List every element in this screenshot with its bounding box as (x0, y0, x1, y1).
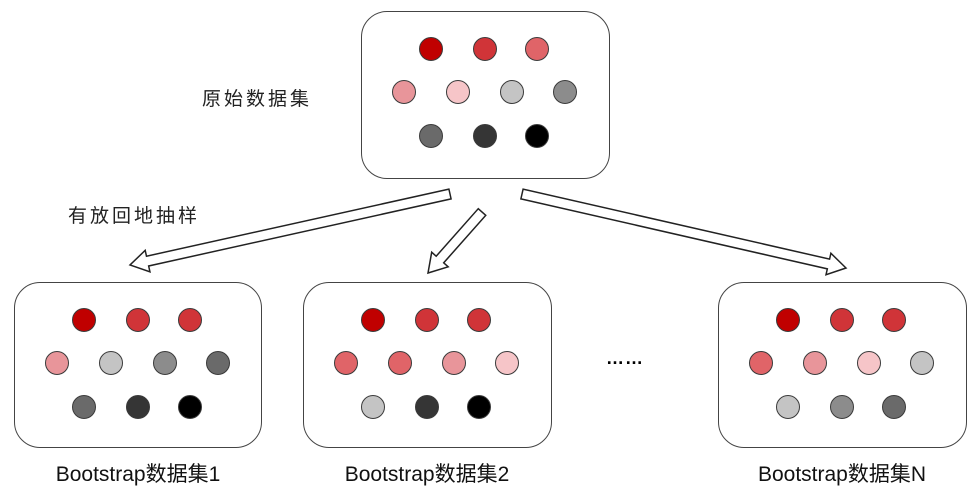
original-sample-dot (446, 80, 470, 104)
original-sample-dot (525, 124, 549, 148)
original-sample-dot (553, 80, 577, 104)
bootstrap-2-sample-dot (467, 308, 491, 332)
sampling-label: 有放回地抽样 (68, 205, 201, 227)
original-sample-dot (525, 37, 549, 61)
bootstrap-1-sample-dot (99, 351, 123, 375)
arrow-to-dataset-n (519, 188, 848, 276)
bootstrap-3-sample-dot (830, 395, 854, 419)
bootstrap-2-sample-dot (442, 351, 466, 375)
bootstrap-1-sample-dot (45, 351, 69, 375)
bootstrap-2-sample-dot (467, 395, 491, 419)
arrow-to-dataset-1 (128, 188, 452, 273)
bootstrap-1-sample-dot (153, 351, 177, 375)
original-sample-dot (473, 37, 497, 61)
bootstrap-3-sample-dot (882, 308, 906, 332)
bootstrap-1-sample-dot (72, 395, 96, 419)
bootstrap-1-sample-dot (178, 308, 202, 332)
bootstrap-1-sample-dot (126, 395, 150, 419)
original-sample-dot (473, 124, 497, 148)
bootstrap-2-sample-dot (334, 351, 358, 375)
bootstrap-3-sample-dot (776, 395, 800, 419)
bootstrap-dataset-n-label: Bootstrap数据集N (757, 463, 927, 486)
bootstrap-3-sample-dot (776, 308, 800, 332)
bootstrap-1-sample-dot (178, 395, 202, 419)
bootstrap-3-sample-dot (803, 351, 827, 375)
bootstrap-1-sample-dot (126, 308, 150, 332)
arrow-to-dataset-2 (427, 207, 487, 275)
bootstrap-3-sample-dot (830, 308, 854, 332)
original-sample-dot (500, 80, 524, 104)
bootstrap-2-sample-dot (388, 351, 412, 375)
original-sample-dot (392, 80, 416, 104)
original-sample-dot (419, 124, 443, 148)
ellipsis: …… (606, 348, 644, 368)
bootstrap-dataset-1-label: Bootstrap数据集1 (55, 463, 221, 486)
bootstrap-3-sample-dot (749, 351, 773, 375)
bootstrap-3-sample-dot (910, 351, 934, 375)
bootstrap-2-sample-dot (495, 351, 519, 375)
original-dataset-label: 原始数据集 (202, 88, 313, 110)
bootstrap-2-sample-dot (415, 395, 439, 419)
bootstrap-1-sample-dot (72, 308, 96, 332)
bootstrap-2-sample-dot (361, 395, 385, 419)
bootstrap-1-sample-dot (206, 351, 230, 375)
bootstrap-2-sample-dot (415, 308, 439, 332)
original-sample-dot (419, 37, 443, 61)
bootstrap-3-sample-dot (857, 351, 881, 375)
bootstrap-dataset-2-label: Bootstrap数据集2 (344, 463, 510, 486)
bootstrap-2-sample-dot (361, 308, 385, 332)
bootstrap-3-sample-dot (882, 395, 906, 419)
